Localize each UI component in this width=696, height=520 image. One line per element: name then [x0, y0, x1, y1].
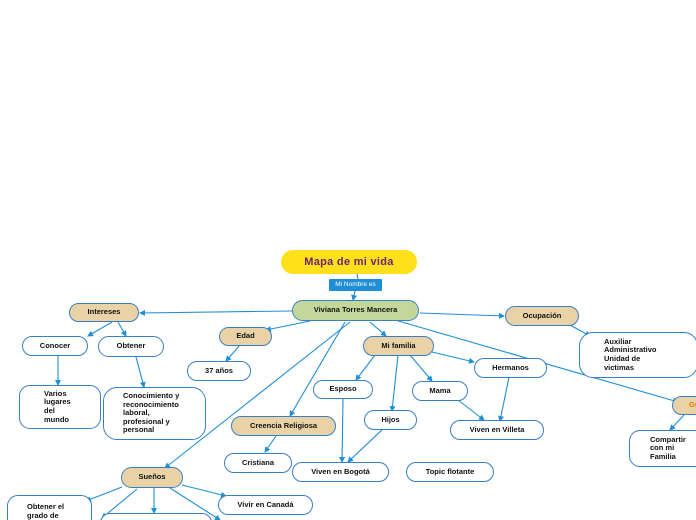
- topic-suenos[interactable]: Sueños: [121, 467, 183, 488]
- map-title[interactable]: Mapa de mi vida: [281, 250, 417, 274]
- topic-esposo[interactable]: Esposo: [313, 380, 373, 399]
- topic-cristiana[interactable]: Cristiana: [224, 453, 292, 473]
- topic-mama[interactable]: Mama: [412, 381, 468, 401]
- topic-viven-bogota[interactable]: Viven en Bogotá: [292, 462, 389, 482]
- topic-cut-off-label: Gu: [689, 400, 696, 410]
- topic-viven-villeta[interactable]: Viven en Villeta: [450, 420, 544, 440]
- topic-conocer-detail[interactable]: Varios lugares del mundo: [19, 385, 101, 429]
- central-topic[interactable]: Viviana Torres Mancera: [292, 300, 419, 321]
- topic-obtener-detail[interactable]: Conocimiento y reconocimiento laboral, p…: [103, 387, 206, 440]
- topic-suenos-grado[interactable]: Obtener el grado de: [7, 495, 92, 520]
- topic-vivir-canada[interactable]: Vivir en Canadá: [218, 495, 313, 515]
- topic-mi-familia[interactable]: Mi familia: [363, 336, 434, 356]
- topic-compartir-familia[interactable]: Compartir con mi Familia: [629, 430, 696, 467]
- topic-intereses[interactable]: Intereses: [69, 303, 139, 322]
- topic-edad-value[interactable]: 37 años: [187, 361, 251, 381]
- topic-ocupacion[interactable]: Ocupación: [505, 306, 579, 326]
- link-label-tag[interactable]: Mi Nombre es: [329, 279, 382, 291]
- topic-conocer[interactable]: Conocer: [22, 336, 88, 356]
- topic-hijos[interactable]: Hijos: [364, 410, 417, 430]
- topic-creencia-religiosa[interactable]: Creencia Religiosa: [231, 416, 336, 436]
- topic-edad[interactable]: Edad: [219, 327, 272, 346]
- topic-hermanos[interactable]: Hermanos: [474, 358, 547, 378]
- topic-ocupacion-detail[interactable]: Auxiliar Administrativo Unidad de victim…: [579, 332, 696, 378]
- topic-suenos-child-2[interactable]: [100, 513, 212, 520]
- topic-cut-off[interactable]: Gu: [672, 396, 696, 415]
- topic-flotante[interactable]: Topic flotante: [406, 462, 494, 482]
- topic-obtener[interactable]: Obtener: [98, 336, 164, 357]
